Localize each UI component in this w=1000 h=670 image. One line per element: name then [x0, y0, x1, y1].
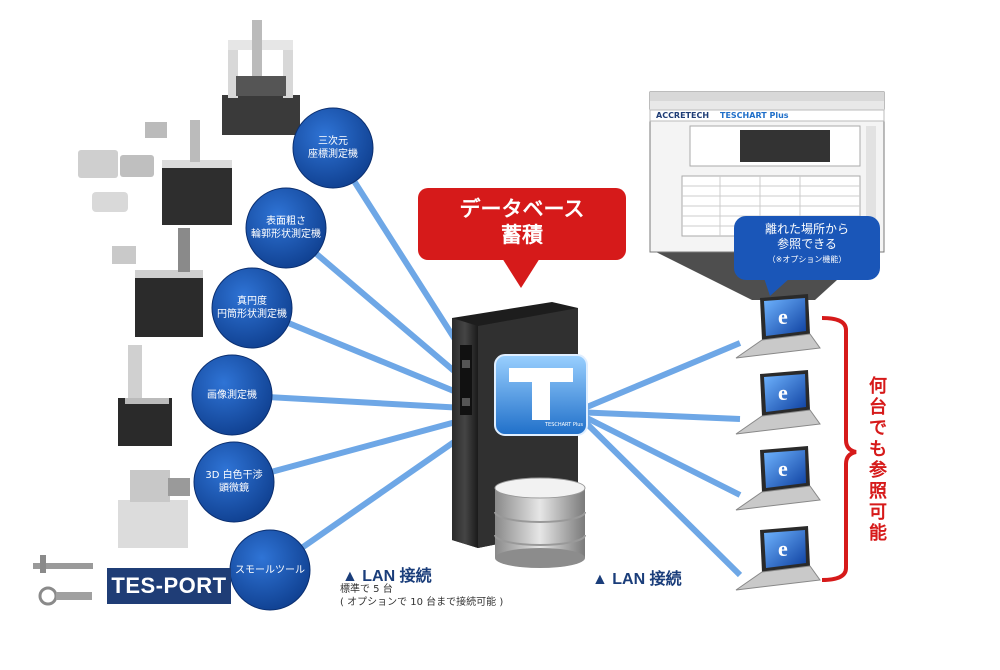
- browser-icon: e: [778, 380, 788, 405]
- surface-roughness-machine-image: [78, 120, 232, 225]
- laptop: e: [735, 370, 821, 435]
- laptop: e: [735, 446, 821, 511]
- laptop: e: [735, 526, 821, 591]
- browser-icon: e: [778, 456, 788, 481]
- tes-port-logo: TES-PORT: [107, 568, 231, 604]
- connection-line: [574, 409, 741, 422]
- browser-brand: ACCRETECH: [656, 111, 710, 120]
- white-light-microscope-image: [118, 470, 190, 548]
- instrument-node: [193, 441, 275, 523]
- client-connection-lines: [572, 340, 743, 578]
- instrument-label: 表面粗さ輪郭形状測定機: [251, 216, 321, 240]
- instrument-label: 真円度円筒形状測定機: [217, 296, 287, 320]
- laptop: e: [735, 294, 821, 359]
- browser-icon: e: [778, 304, 788, 329]
- remote-access-callout: [734, 216, 880, 296]
- instrument-node: [191, 354, 273, 436]
- instrument-nodes: [191, 107, 374, 611]
- cmm-machine-image: [222, 20, 300, 135]
- callout-option-text: （※オプション機能）: [767, 255, 847, 264]
- instrument-label: 三次元座標測定機: [308, 136, 358, 160]
- instrument-label: スモールツール: [235, 564, 305, 576]
- database-title: データベース蓄積: [459, 197, 585, 247]
- image-measuring-machine-image: [118, 345, 172, 446]
- instrument-label: 3D 白色干渉顕微鏡: [205, 470, 263, 494]
- browser-icon: e: [778, 536, 788, 561]
- lan-left-note: 標準で 5 台( オプションで 10 台まで接続可能 ): [340, 584, 504, 608]
- any-number-note: 何台でも参照可能: [869, 376, 887, 544]
- lan-left-title: ▲ LAN 接続: [342, 568, 432, 585]
- small-tools-image: [33, 555, 93, 606]
- clients-bracket: [821, 316, 857, 582]
- database-callout: [418, 188, 626, 288]
- laptop-clients: e e e e: [735, 294, 821, 591]
- server-logo-caption: TESCHART Plus: [545, 422, 583, 428]
- instrument-node: [245, 187, 327, 269]
- connection-line: [573, 340, 742, 415]
- instrument-label: 画像測定機: [207, 389, 257, 401]
- database-icon: [494, 477, 586, 568]
- connection-line: [572, 409, 743, 578]
- teschart-logo-icon: [494, 354, 588, 436]
- remote-access-text: 離れた場所から参照できる （※オプション機能）: [738, 222, 876, 267]
- roundness-machine-image: [112, 228, 203, 337]
- instrument-node: [292, 107, 374, 189]
- callout-main-text: 離れた場所から参照できる: [764, 222, 849, 251]
- connection-line: [573, 409, 742, 498]
- instrument-node: [211, 267, 293, 349]
- browser-product: TESCHART Plus: [720, 111, 789, 120]
- lan-right-title: ▲ LAN 接続: [592, 571, 682, 588]
